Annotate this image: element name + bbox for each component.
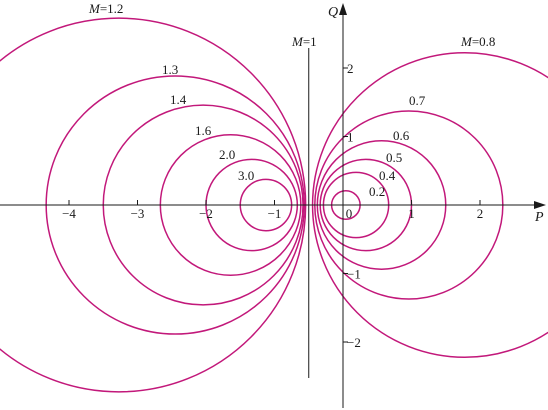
y-tick-label: −1 xyxy=(347,267,361,282)
labels-group: 0.20.4 0.5 0.6 0.7 M=0.8 M=1 M=1.2 1.3 1.4 1.6 2.0… xyxy=(62,1,544,350)
series-m-0-2-label: 0.2 xyxy=(369,184,385,199)
series-m-1-6-label: 1.6 xyxy=(195,123,212,138)
x-tick-label: −4 xyxy=(62,206,76,221)
x-tick-label: 0 xyxy=(346,206,353,221)
series-m-0-5-label: 0.5 xyxy=(386,150,402,165)
series-m-0-8-label: M=0.8 xyxy=(460,34,495,49)
x-tick-label: −1 xyxy=(268,206,282,221)
series-m-0-6-label: 0.6 xyxy=(393,128,410,143)
series-m-0-7-label: 0.7 xyxy=(409,93,426,108)
axes-group xyxy=(0,3,546,408)
y-tick-label: 2 xyxy=(347,61,354,76)
x-axis-label: P xyxy=(534,210,544,225)
y-tick-label: 1 xyxy=(347,130,354,145)
y-tick-label: −2 xyxy=(347,335,361,350)
x-tick-label: −3 xyxy=(131,206,145,221)
x-axis-arrow xyxy=(534,201,546,209)
series-m-2-0-label: 2.0 xyxy=(219,147,235,162)
series-m-1-4-label: 1.4 xyxy=(170,92,187,107)
y-axis-arrow xyxy=(339,3,347,15)
series-m-1-label: M=1 xyxy=(291,34,317,49)
x-tick-label: −2 xyxy=(199,206,213,221)
series-m-1-2-label: M=1.2 xyxy=(88,1,123,16)
series-m-0-4-label: 0.4 xyxy=(379,168,396,183)
y-axis-label: Q xyxy=(328,5,338,20)
x-tick-label: 2 xyxy=(477,206,484,221)
series-m-3-0-label: 3.0 xyxy=(238,168,254,183)
x-tick-label: 1 xyxy=(408,206,415,221)
series-m-1-3-label: 1.3 xyxy=(162,62,178,77)
